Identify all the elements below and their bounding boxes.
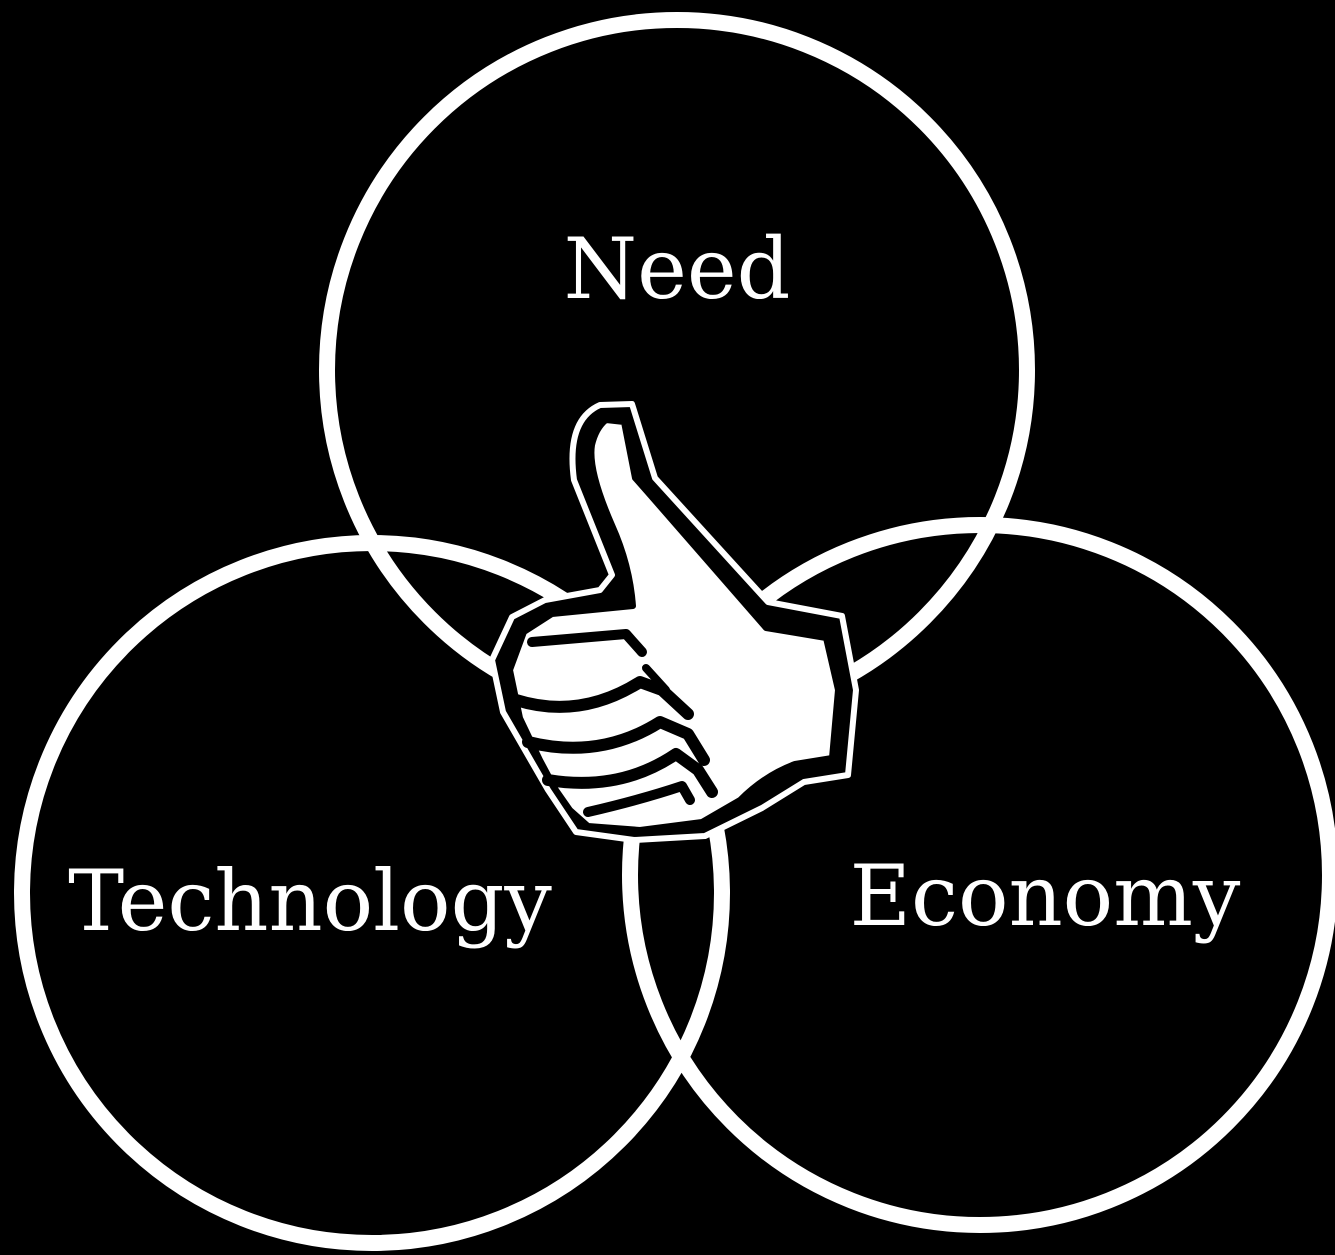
thumbs-up-icon [489, 401, 859, 843]
need-label: Need [564, 220, 791, 318]
technology-label: Technology [68, 852, 552, 950]
economy-label: Economy [850, 847, 1241, 945]
technology-circle [14, 535, 730, 1251]
economy-circle [622, 517, 1335, 1233]
